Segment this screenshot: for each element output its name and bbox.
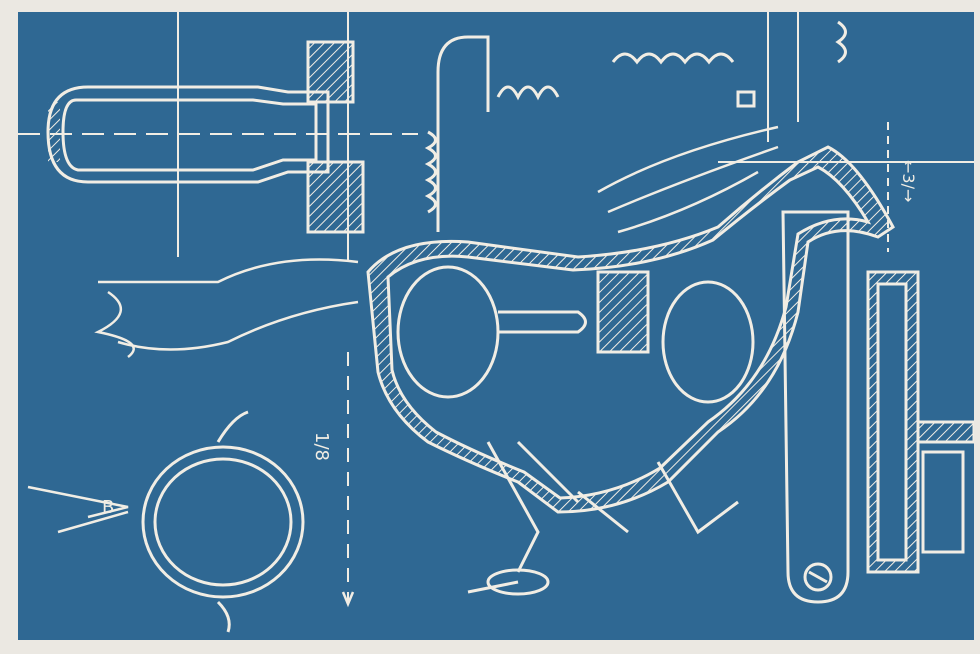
center-dimension-label: 1/8 (311, 432, 332, 461)
hook-and-spring (424, 20, 847, 232)
ring-section (141, 410, 305, 633)
arrows (27, 485, 355, 608)
lever-arm (781, 210, 850, 604)
horse-legs (467, 440, 739, 596)
horse-mane (597, 125, 779, 234)
capsule-fitting (46, 40, 365, 234)
horse-body (366, 145, 895, 514)
cyanotype-print: B ←3/→ 1/8 (18, 12, 974, 640)
right-frame (866, 270, 974, 574)
right-dimension-label: ←3/→ (899, 160, 918, 203)
horse-tail (94, 258, 359, 358)
circle-mark-label: B (102, 497, 115, 518)
blueprint-horse-drawing (18, 12, 974, 633)
